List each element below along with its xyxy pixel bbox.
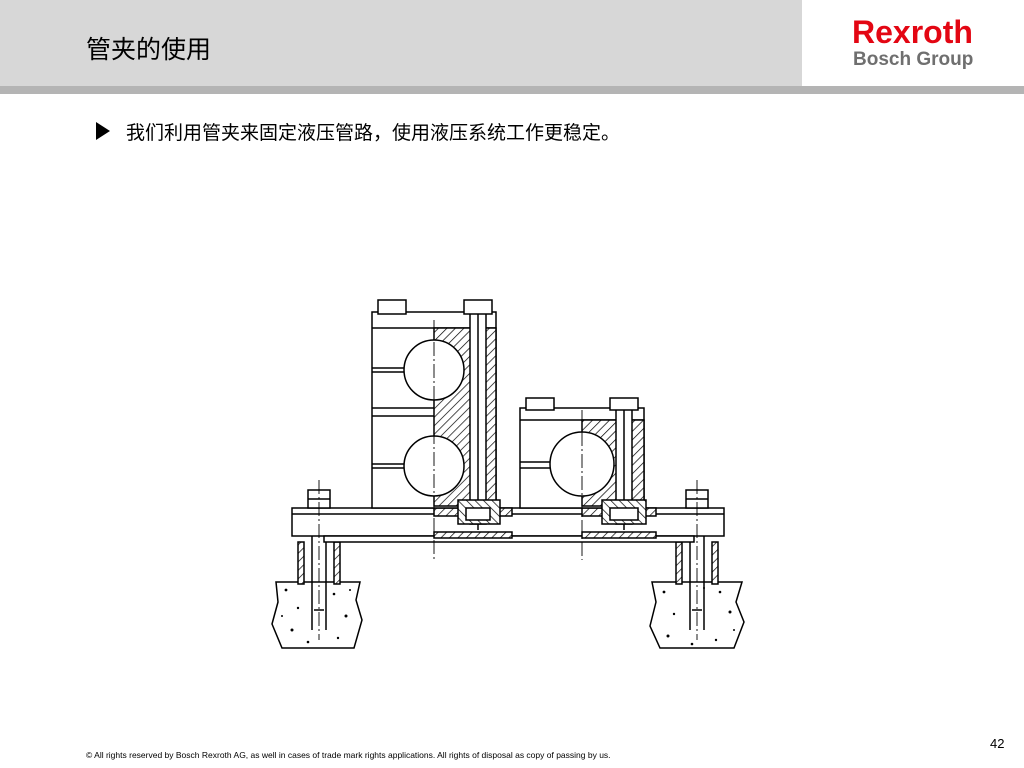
left-foundation	[271, 581, 363, 649]
footer-copyright: © All rights reserved by Bosch Rexroth A…	[86, 750, 611, 760]
title-bar: 管夹的使用	[0, 0, 802, 86]
bullet-text: 我们利用管夹来固定液压管路，使用液压系统工作更稳定。	[126, 121, 621, 144]
triangle-bullet-icon	[96, 122, 110, 140]
logo-brand: Rexroth	[852, 14, 973, 50]
header-rule	[0, 86, 1024, 94]
pipe-clamp-drawing	[271, 299, 745, 649]
logo: Rexroth Bosch Group	[802, 0, 1024, 86]
slide-title: 管夹的使用	[86, 35, 212, 64]
page-number: 42	[990, 736, 1005, 751]
bullet-item: 我们利用管夹来固定液压管路，使用液压系统工作更稳定。	[96, 118, 620, 144]
logo-subtitle: Bosch Group	[853, 49, 974, 70]
